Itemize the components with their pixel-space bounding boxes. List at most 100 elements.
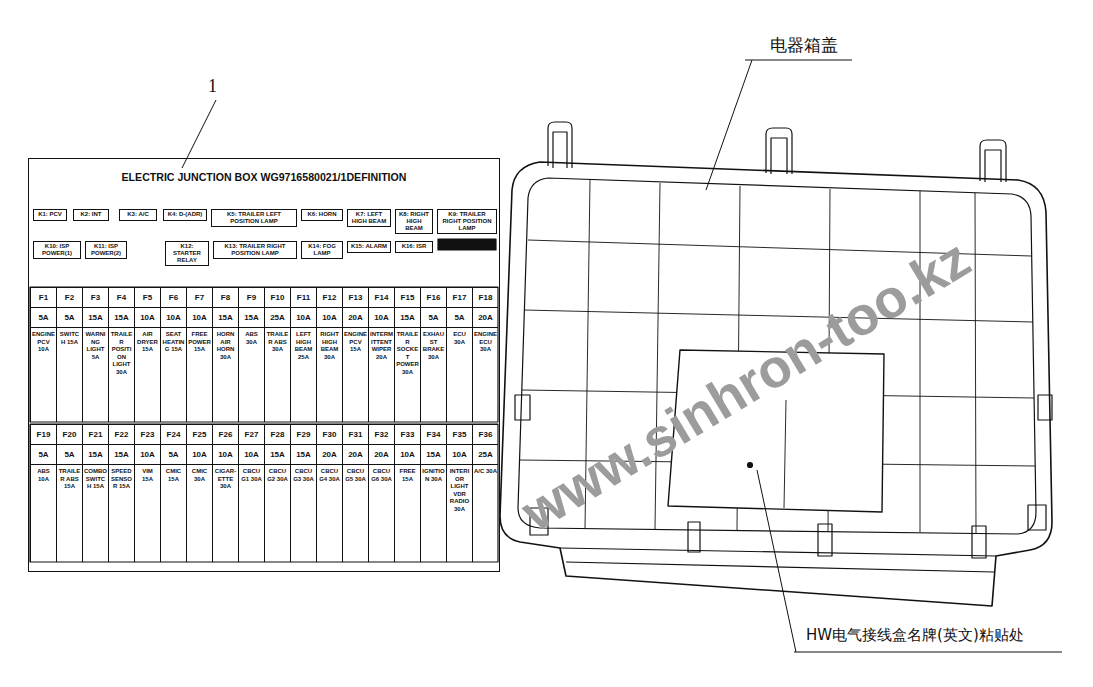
fuse-number: F9 [238, 287, 264, 307]
table-outline [30, 287, 498, 422]
fuse-function: FREE POWER 15A [186, 327, 212, 422]
fuse-function: CBCU G3 30A [290, 464, 316, 562]
fuse-number: F19 [30, 424, 56, 444]
fuse-rating: 10A [238, 444, 264, 464]
fuse-rating: 10A [186, 307, 212, 327]
relay-box: K16: ISR [395, 241, 433, 253]
fuse-rating: 10A [290, 307, 316, 327]
fuse-function: TRAILER SOCKET POWER 30A [394, 327, 420, 422]
fuse-number: F25 [186, 424, 212, 444]
fuse-function: SEAT HEATING 15A [160, 327, 186, 422]
relay-label: K4: D-(ADR) [166, 211, 204, 218]
fuse-rating: 10A [316, 307, 342, 327]
relay-box: K12: STARTER RELAY [165, 241, 209, 266]
watermark: www.sinhron-too.kz [510, 227, 980, 543]
relay-label: K15: ALARM [350, 243, 388, 250]
fuse-number: F35 [446, 424, 472, 444]
fuse-number: F31 [342, 424, 368, 444]
bottom-clips [688, 522, 986, 558]
relay-box: K6: HORN [301, 209, 343, 221]
fuse-number: F11 [290, 287, 316, 307]
fuse-function: EXHAUST BRAKE 30A [420, 327, 446, 422]
relay-box: K10: ISP POWER(1) [33, 241, 81, 259]
relay-box: K4: D-(ADR) [163, 209, 207, 221]
fuse-rating: 15A [82, 307, 108, 327]
fuse-rating: 20A [368, 444, 394, 464]
fuse-function: INTERIOR LIGHT VDR RADIO 30A [446, 464, 472, 562]
relay-label: K10: ISP POWER(1) [36, 243, 78, 257]
fuse-function: A/C 30A [472, 464, 498, 562]
nameplate-line [784, 400, 786, 508]
fuse-rating: 10A [134, 444, 160, 464]
fuse-function: COMBO SWITCH 15A [82, 464, 108, 562]
fuse-function: RIGHT HIGH BEAM 30A [316, 327, 342, 422]
fuse-rating: 5A [446, 307, 472, 327]
relay-box: K15: ALARM [347, 241, 391, 253]
fuse-rating: 5A [160, 444, 186, 464]
fuse-number: F17 [446, 287, 472, 307]
relay-label: K1: PCV [36, 211, 64, 218]
fuse-function: CBCU G2 30A [264, 464, 290, 562]
fuse-rating: 5A [30, 444, 56, 464]
fuse-number: F22 [108, 424, 134, 444]
relay-box: K2: INT [73, 209, 109, 221]
fuse-number: F30 [316, 424, 342, 444]
fuse-number: F36 [472, 424, 498, 444]
fuse-function: CIGAR-ETTE 30A [212, 464, 238, 562]
fuse-rating: 15A [82, 444, 108, 464]
fuse-function: TRAILER ABS 15A [56, 464, 82, 562]
fuse-number: F26 [212, 424, 238, 444]
fuse-rating: 15A [108, 307, 134, 327]
relay-label: K5: TRAILER LEFT POSITION LAMP [214, 211, 294, 225]
fuse-function: FREE 15A [394, 464, 420, 562]
fuse-number: F18 [472, 287, 498, 307]
dot [748, 463, 753, 468]
callout-number: 1 [208, 76, 217, 97]
fuse-function: CMIC 30A [186, 464, 212, 562]
fuse-function: HORN AIR HORN 30A [212, 327, 238, 422]
fuse-rating: 10A [186, 444, 212, 464]
fuse-number: F7 [186, 287, 212, 307]
fuse-number: F14 [368, 287, 394, 307]
relay-label: K14: FOG LAMP [304, 243, 340, 257]
fuse-rating: 15A [290, 444, 316, 464]
fuse-rating: 20A [316, 444, 342, 464]
relay-label: K6: HORN [304, 211, 340, 218]
fuse-number: F15 [394, 287, 420, 307]
fuse-function: TRAILER ABS 30A [264, 327, 290, 422]
relay-label: K11: ISP POWER(2) [88, 243, 124, 257]
fuse-number: F16 [420, 287, 446, 307]
fuse-function: CBCU G6 30A [368, 464, 394, 562]
hinge-tab [766, 128, 792, 174]
relay-box: K1: PCV [33, 209, 67, 221]
fuse-rating: 15A [108, 444, 134, 464]
fuse-rating: 5A [56, 444, 82, 464]
fuse-function: CMIC 15A [160, 464, 186, 562]
fuse-number: F32 [368, 424, 394, 444]
fuse-rating: 15A [420, 444, 446, 464]
fuse-number: F24 [160, 424, 186, 444]
table-outline [30, 424, 498, 562]
fuse-rating: 20A [342, 444, 368, 464]
relay-label: K13: TRAILER RIGHT POSITION LAMP [216, 243, 294, 257]
fuse-function: SPEED SENSOR 15A [108, 464, 134, 562]
relay-label: K16: ISR [398, 243, 430, 250]
fuse-rating: 15A [212, 307, 238, 327]
relay-box: K3: A/C [119, 209, 157, 221]
relay-label: K12: STARTER RELAY [168, 243, 206, 264]
fuse-rating: 25A [264, 307, 290, 327]
fuse-number: F3 [82, 287, 108, 307]
fuse-number: F1 [30, 287, 56, 307]
fuse-number: F13 [342, 287, 368, 307]
hinge-tab [980, 140, 1006, 182]
fuse-rating: 5A [420, 307, 446, 327]
fuse-function: SWITCH 15A [56, 327, 82, 422]
fuse-rating: 25A [472, 444, 498, 464]
fuse-function: CBCU G4 30A [316, 464, 342, 562]
fuse-function: ABS 30A [238, 327, 264, 422]
fuse-function: VIM 15A [134, 464, 160, 562]
card-title: ELECTRIC JUNCTION BOX WG9716580021/1DEFI… [29, 171, 499, 183]
fuse-function: WARNING LIGHT 5A [82, 327, 108, 422]
fuse-function: INTERMITTENT WIPER 20A [368, 327, 394, 422]
